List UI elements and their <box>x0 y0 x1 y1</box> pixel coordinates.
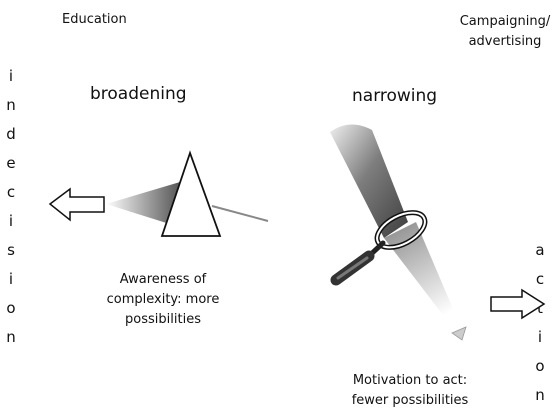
arrow-right-icon <box>490 288 546 320</box>
caption-motivation-line2: fewer possibilities <box>351 393 469 408</box>
letter: e <box>6 154 16 172</box>
letter: i <box>8 67 14 85</box>
arrow-left-icon <box>48 187 105 222</box>
letter: c <box>535 270 545 288</box>
letter: s <box>7 241 15 259</box>
letter: o <box>535 357 545 375</box>
header-campaigning-line1: Campaigning/ <box>459 14 551 29</box>
header-education: Education <box>62 12 127 27</box>
label-broadening: broadening <box>90 84 187 104</box>
letter: d <box>6 125 16 143</box>
caption-awareness: Awareness of complexity: more possibilit… <box>88 270 238 330</box>
letter: t <box>537 299 543 317</box>
magnifying-glass-icon <box>330 124 467 341</box>
letter: n <box>535 386 545 404</box>
caption-awareness-line3: possibilities <box>125 312 201 327</box>
vertical-word-indecision: i n d e c i s i o n <box>4 62 18 352</box>
vertical-word-action: a c t i o n <box>533 236 547 410</box>
caption-motivation: Motivation to act: fewer possibilities <box>335 371 485 411</box>
caption-motivation-line1: Motivation to act: <box>352 373 468 388</box>
caption-awareness-line2: complexity: more <box>106 292 220 307</box>
letter: o <box>6 299 16 317</box>
letter: a <box>535 241 545 259</box>
letter: i <box>8 212 14 230</box>
header-campaigning: Campaigning/ advertising <box>450 12 555 52</box>
letter: i <box>537 328 543 346</box>
label-narrowing: narrowing <box>352 86 438 106</box>
letter: n <box>6 96 16 114</box>
letter: c <box>6 183 16 201</box>
caption-awareness-line1: Awareness of <box>119 272 207 287</box>
header-campaigning-line2: advertising <box>468 34 542 49</box>
letter: n <box>6 328 16 346</box>
prism-icon <box>106 150 269 237</box>
letter: i <box>8 270 14 288</box>
